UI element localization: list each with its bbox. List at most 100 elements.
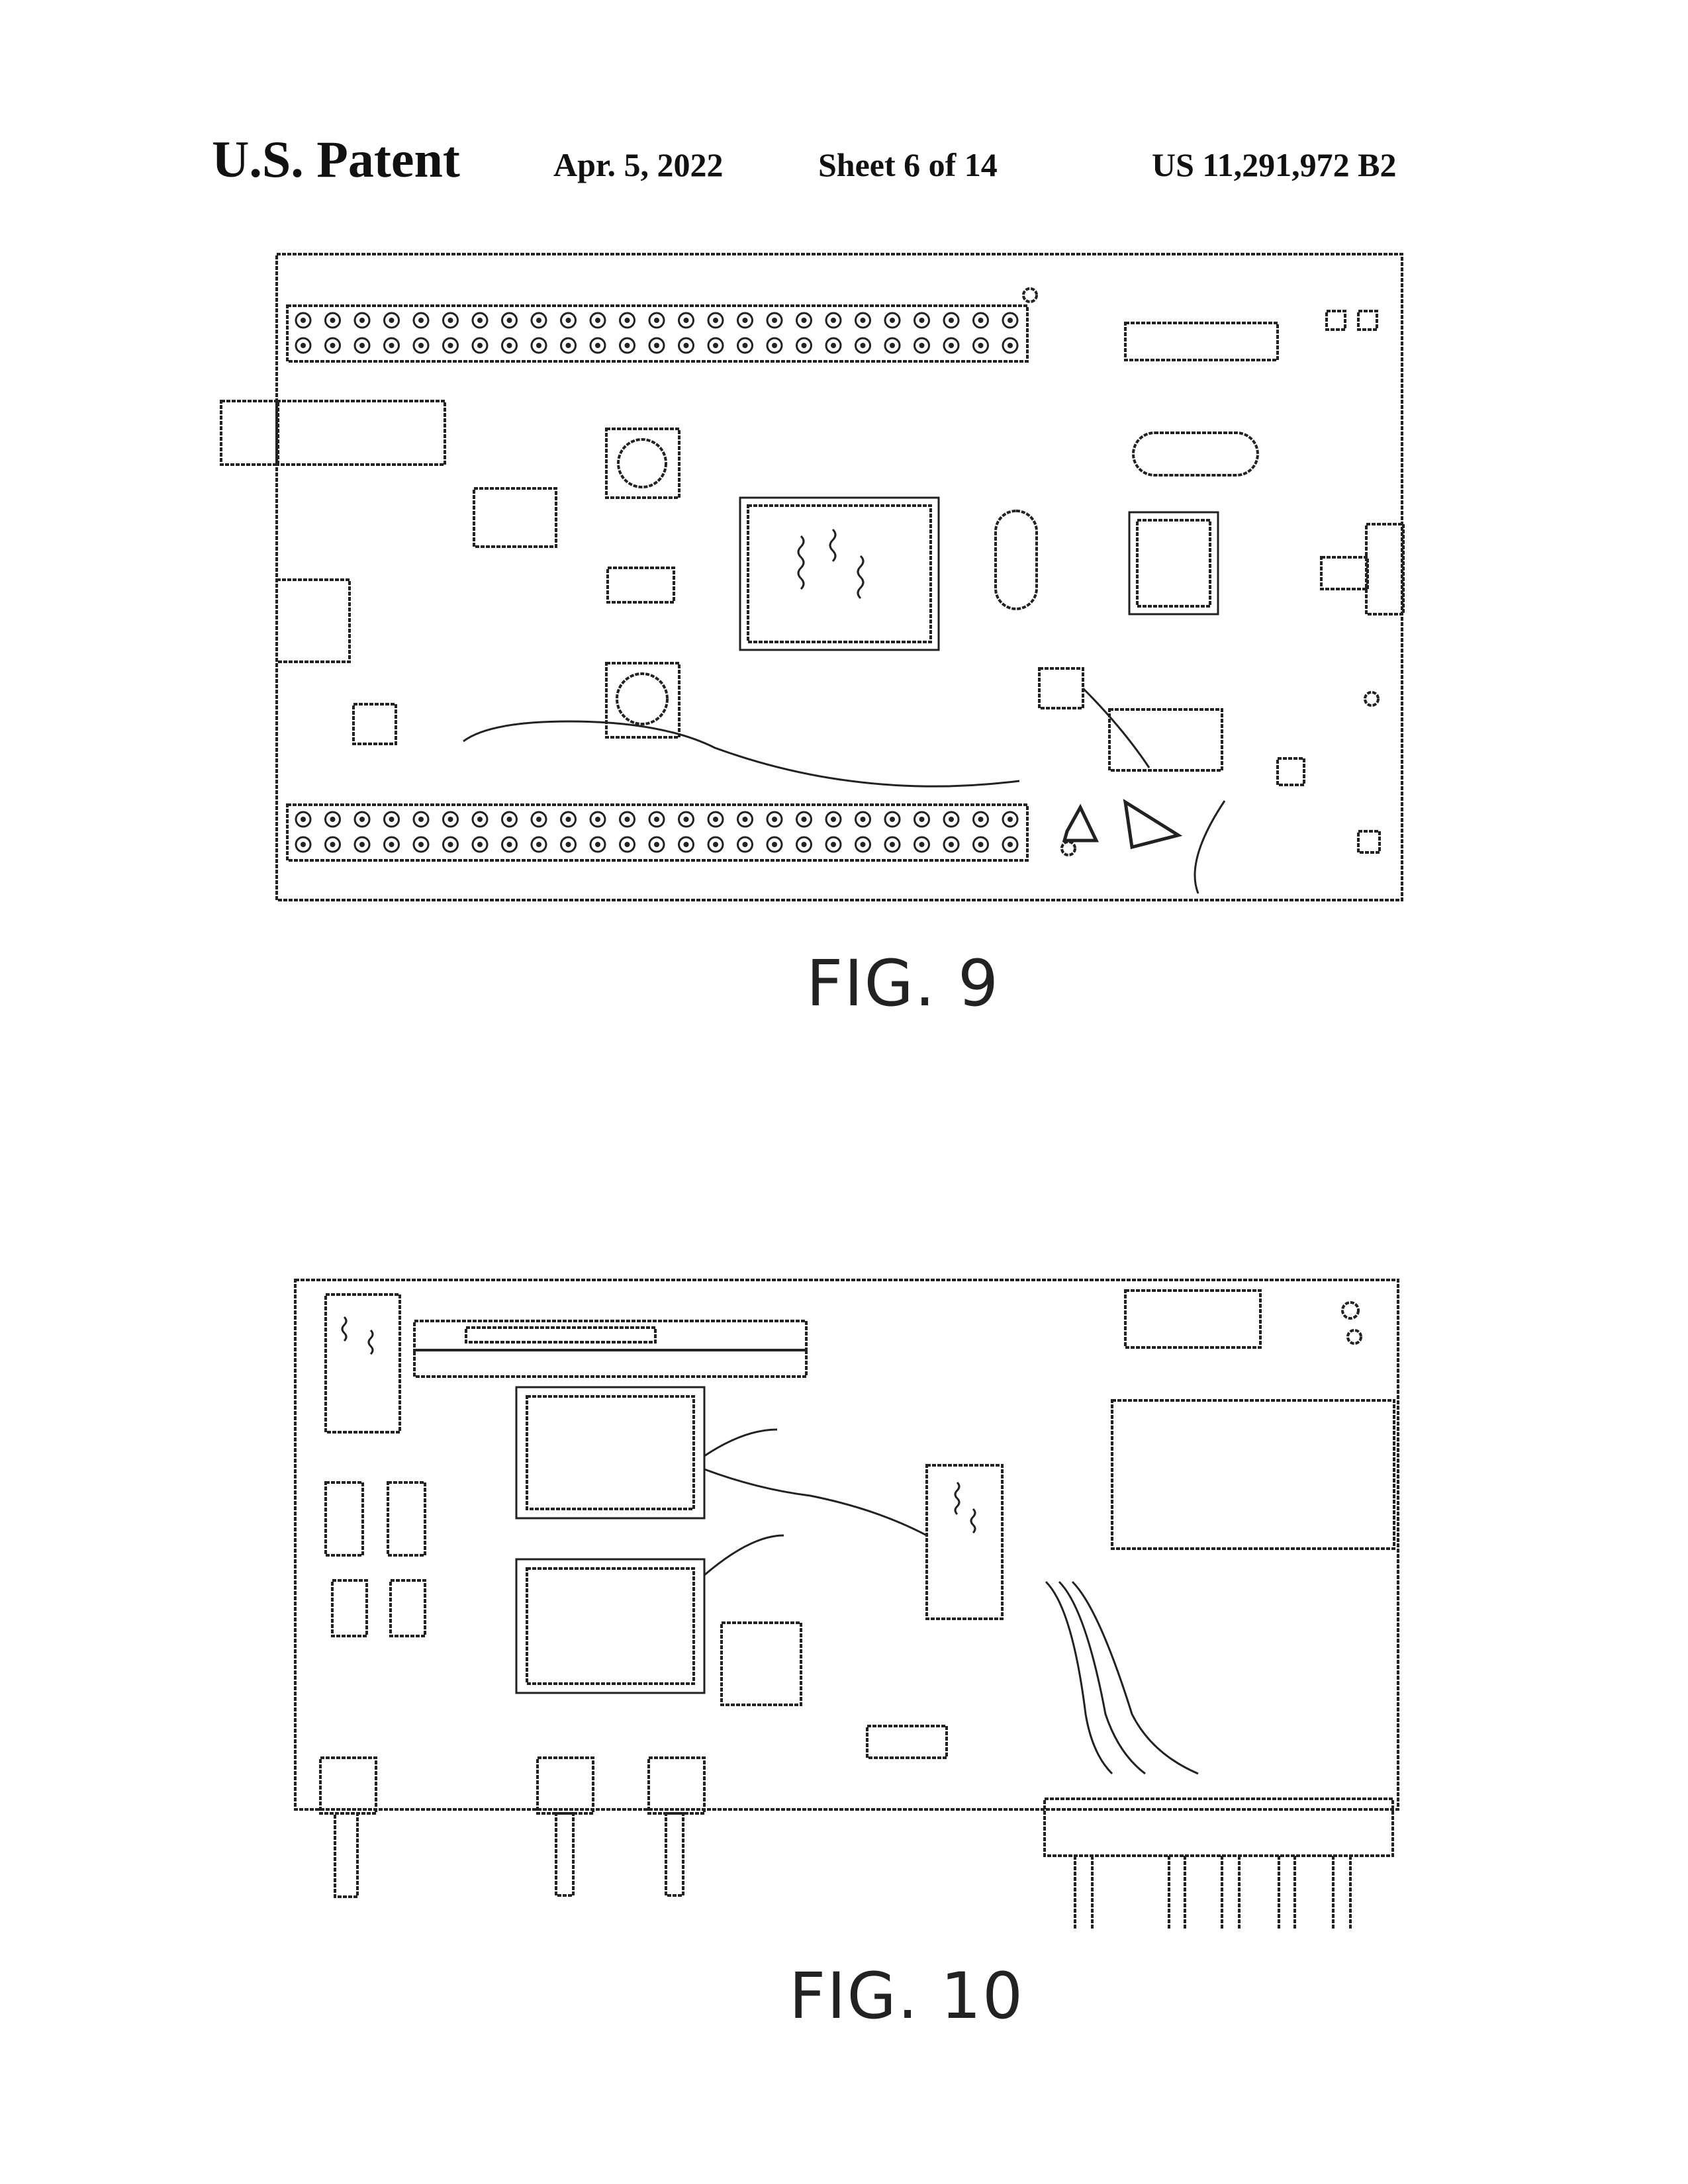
header-pin-hole: [919, 343, 925, 348]
header-pin-hole: [831, 842, 836, 847]
header-pin-hole: [507, 318, 512, 323]
header-pin-hole: [713, 318, 718, 323]
header-pin-hole: [949, 817, 954, 822]
header-pin-hole: [772, 318, 777, 323]
header-pin-hole: [595, 842, 600, 847]
header-pin-hole: [684, 343, 689, 348]
header-pin-hole: [566, 343, 571, 348]
header-pin-hole: [625, 318, 630, 323]
header-pin-hole: [536, 318, 541, 323]
fig9-main-processor: [740, 498, 939, 650]
header-pin-hole: [743, 318, 748, 323]
header-pin-hole: [595, 318, 600, 323]
header-pin-hole: [389, 817, 395, 822]
figure-label: FIG. 9: [806, 946, 1000, 1021]
header-pin-hole: [890, 817, 895, 822]
fig9-top-header: [287, 306, 1027, 361]
header-pin-hole: [861, 318, 866, 323]
header-pin-hole: [477, 817, 483, 822]
header-pin-hole: [772, 343, 777, 348]
header-pin-hole: [359, 817, 365, 822]
header-pin-hole: [418, 343, 424, 348]
header-pin-hole: [654, 343, 659, 348]
header-pin-hole: [1008, 817, 1013, 822]
header-pin-hole: [978, 343, 984, 348]
header-pin-hole: [802, 817, 807, 822]
header-pin-hole: [448, 318, 453, 323]
header-pin-hole: [418, 318, 424, 323]
header-pin-hole: [625, 817, 630, 822]
header-pin-hole: [330, 318, 336, 323]
header-pin-hole: [536, 343, 541, 348]
header-pin-hole: [919, 842, 925, 847]
header-pin-hole: [949, 842, 954, 847]
fig9-secondary-chip: [1129, 512, 1218, 614]
header-pin-hole: [477, 343, 483, 348]
header-pin-hole: [713, 343, 718, 348]
header-pin-hole: [448, 842, 453, 847]
figure-label: FIG. 10: [789, 1959, 1024, 2033]
header-pin-hole: [301, 842, 306, 847]
header-pin-hole: [389, 842, 395, 847]
header-pin-hole: [330, 817, 336, 822]
header-pin-hole: [477, 842, 483, 847]
header-pin-hole: [330, 343, 336, 348]
header-pin-hole: [684, 842, 689, 847]
header-pin-hole: [743, 817, 748, 822]
header-pin-hole: [654, 817, 659, 822]
header-pin-hole: [536, 842, 541, 847]
header-pin-hole: [978, 318, 984, 323]
header-pin-hole: [684, 817, 689, 822]
header-pin-hole: [536, 817, 541, 822]
header-pin-hole: [359, 343, 365, 348]
header-pin-hole: [743, 842, 748, 847]
fig9-circuit-board: [221, 254, 1403, 900]
fig10-circuit-board: [295, 1280, 1398, 1929]
header-pin-hole: [831, 817, 836, 822]
header-pin-hole: [507, 817, 512, 822]
header-pin-hole: [301, 817, 306, 822]
header-pin-hole: [566, 318, 571, 323]
header-pin-hole: [978, 817, 984, 822]
header-pin-hole: [743, 343, 748, 348]
fig9-bottom-header: [287, 805, 1027, 860]
header-pin-hole: [448, 343, 453, 348]
header-pin-hole: [802, 318, 807, 323]
header-pin-hole: [831, 318, 836, 323]
header-pin-hole: [389, 343, 395, 348]
header-pin-hole: [301, 318, 306, 323]
header-pin-hole: [772, 842, 777, 847]
header-pin-hole: [418, 817, 424, 822]
fig10-module-upper: [516, 1387, 704, 1518]
header-pin-hole: [861, 343, 866, 348]
header-pin-hole: [448, 817, 453, 822]
header-pin-hole: [330, 842, 336, 847]
header-pin-hole: [684, 318, 689, 323]
header-pin-hole: [625, 343, 630, 348]
header-pin-hole: [978, 842, 984, 847]
header-pin-hole: [418, 842, 424, 847]
header-pin-hole: [359, 842, 365, 847]
header-pin-hole: [772, 817, 777, 822]
header-pin-hole: [507, 842, 512, 847]
header-pin-hole: [477, 318, 483, 323]
header-pin-hole: [1008, 343, 1013, 348]
header-pin-hole: [949, 343, 954, 348]
header-pin-hole: [713, 842, 718, 847]
header-pin-hole: [654, 318, 659, 323]
header-pin-hole: [566, 817, 571, 822]
fig10-center-chip: [927, 1465, 1002, 1619]
header-pin-hole: [1008, 318, 1013, 323]
header-pin-hole: [359, 318, 365, 323]
fig10-switches: [320, 1758, 704, 1897]
header-pin-hole: [890, 343, 895, 348]
header-pin-hole: [861, 842, 866, 847]
header-pin-hole: [861, 817, 866, 822]
header-pin-hole: [625, 842, 630, 847]
header-pin-hole: [1008, 842, 1013, 847]
header-pin-hole: [949, 318, 954, 323]
header-pin-hole: [301, 343, 306, 348]
header-pin-hole: [507, 343, 512, 348]
header-pin-hole: [919, 817, 925, 822]
